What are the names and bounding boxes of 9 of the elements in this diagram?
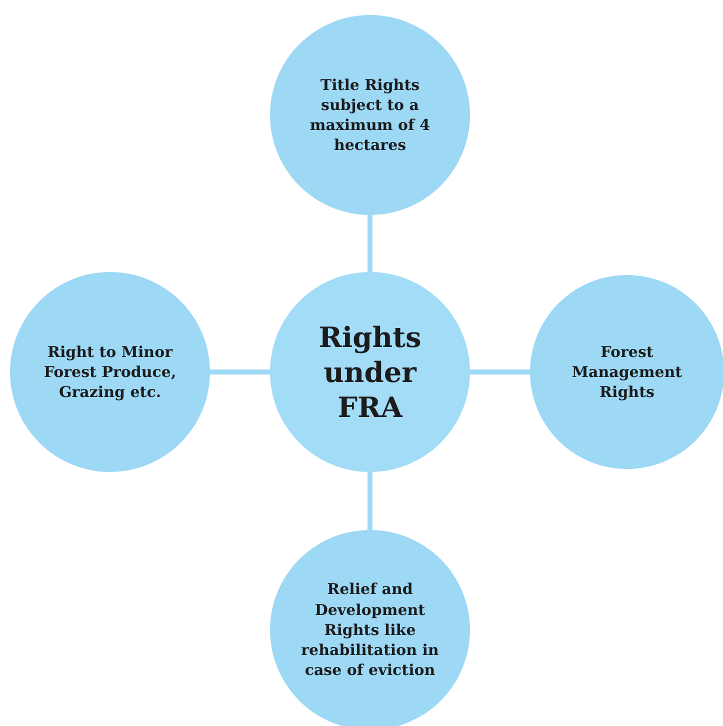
node-label: Forest Management Rights	[570, 342, 684, 402]
connector-line	[470, 370, 530, 374]
connector-line	[368, 472, 372, 530]
connector-line	[210, 370, 270, 374]
node-label: Right to Minor Forest Produce, Grazing etc.	[42, 342, 178, 402]
connector-line	[368, 215, 372, 272]
node-label: Relief and Development Rights like rehabilitation in case of eviction	[300, 579, 440, 681]
node-label: Rights under FRA	[318, 320, 422, 424]
node-label: Title Rights subject to a maximum of 4 hectares	[308, 74, 432, 156]
